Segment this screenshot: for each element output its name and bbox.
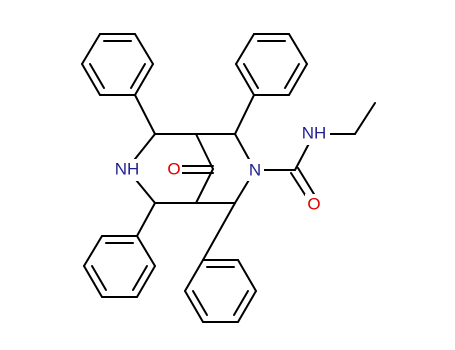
bond (184, 259, 204, 292)
bond (81, 63, 101, 96)
bond (132, 265, 148, 291)
bond (136, 202, 156, 237)
bond (136, 235, 156, 267)
bond (136, 265, 156, 298)
bond (192, 290, 208, 316)
bond (297, 167, 318, 200)
bond (134, 63, 154, 96)
nh-ring-label: NH (115, 160, 140, 179)
bond (134, 33, 154, 65)
bond (195, 168, 214, 204)
amide-oxygen-atom: O (305, 194, 323, 216)
bond (354, 102, 376, 135)
n-ring-label: N (249, 161, 261, 180)
nh-amide-label: NH (302, 124, 327, 143)
bond (237, 290, 257, 323)
bond (237, 259, 257, 292)
bond (81, 33, 101, 65)
bond (130, 63, 146, 89)
bond (134, 94, 156, 135)
atom-label-layer: NH O N NH O (112, 123, 330, 216)
ketone-oxygen-label: O (167, 160, 180, 179)
n-ring-atom: N (246, 159, 264, 181)
bond (288, 33, 308, 65)
bond (83, 265, 103, 298)
nh-amide-atom: NH (298, 123, 330, 145)
nh-ring-atom: NH (112, 159, 142, 181)
bond (195, 133, 214, 170)
bond (235, 33, 255, 65)
bond (243, 63, 259, 89)
bond (235, 63, 255, 96)
amide-oxygen-label: O (307, 195, 320, 214)
bond (202, 202, 236, 261)
bond (91, 265, 107, 291)
bond (284, 63, 300, 89)
bond (89, 63, 105, 89)
bond (184, 290, 204, 323)
bond (233, 290, 249, 316)
bond (83, 235, 103, 267)
bond (234, 94, 255, 135)
bond (288, 63, 308, 96)
ketone-oxygen-atom: O (164, 159, 182, 181)
